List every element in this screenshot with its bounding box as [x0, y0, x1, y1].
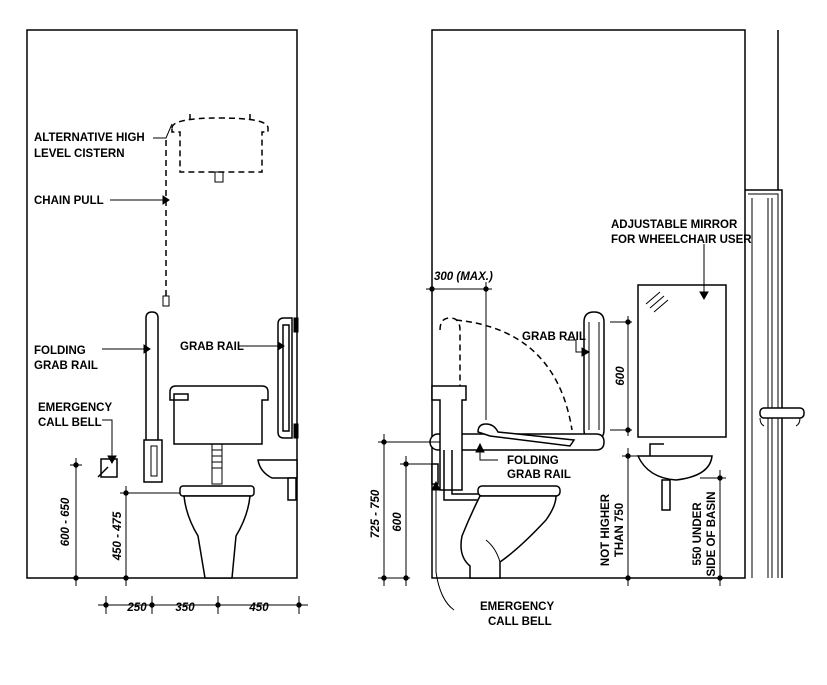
dim-seat-height: 450 - 475: [112, 511, 124, 561]
dim-725-750: 725 - 750: [370, 489, 382, 538]
leader-bell-right: [435, 486, 455, 611]
label-mirror-1: ADJUSTABLE MIRROR: [611, 219, 738, 231]
leader-bell: [102, 419, 113, 460]
left-elevation: ALTERNATIVE HIGH LEVEL CISTERN CHAIN PUL…: [26, 29, 308, 614]
grab-rail-right: [583, 311, 605, 441]
label-bell-right-2: CALL BELL: [488, 616, 552, 628]
basin-right: [636, 443, 713, 511]
left-room-outline: [26, 29, 298, 579]
label-grab-rail: GRAB RAIL: [180, 341, 244, 353]
dim-underside-1: 550 UNDER: [692, 502, 704, 566]
dim-600: 600: [392, 512, 404, 532]
cistern-right: [431, 385, 467, 491]
dims-left-horizontal: [98, 596, 308, 614]
label-cistern-2: LEVEL CISTERN: [34, 148, 125, 160]
leader-arrowheads-left: [107, 195, 285, 465]
label-cistern-1: ALTERNATIVE HIGH: [34, 132, 145, 144]
folding-rail-swing-arc: [455, 319, 573, 431]
label-bell-right-1: EMERGENCY: [480, 601, 554, 613]
emergency-call-bell-right: [431, 463, 439, 485]
chain-pull-handle: [162, 295, 170, 307]
leader-grab-rail-right: [566, 339, 586, 353]
dim-not-higher-1: NOT HIGHER: [600, 493, 612, 566]
dims-right: [378, 282, 726, 586]
label-bell-2: CALL BELL: [38, 417, 102, 429]
right-room-outline: [431, 29, 746, 579]
dim-350: 350: [175, 602, 195, 614]
dim-not-higher-2: THAN 750: [614, 503, 626, 557]
emergency-call-bell-left: [97, 458, 118, 478]
basin-left: [257, 459, 298, 501]
label-folding-1: FOLDING: [34, 345, 86, 357]
label-bell-1: EMERGENCY: [38, 402, 112, 414]
dims-left-vertical: [70, 458, 180, 586]
dim-300-max: 300 (MAX.): [434, 271, 493, 283]
dim-450: 450: [248, 602, 269, 614]
high-level-cistern: [171, 114, 269, 183]
dim-underside-2: SIDE OF BASIN: [706, 492, 718, 577]
label-folding-right-1: FOLDING: [507, 455, 559, 467]
label-folding-2: GRAB RAIL: [34, 360, 98, 372]
arrow-folding-right: [475, 442, 485, 453]
arrow-mirror: [699, 291, 709, 301]
flush-pipe: [443, 450, 478, 501]
wc-pan-right: [460, 485, 561, 579]
label-mirror-2: FOR WHEELCHAIR USER: [611, 234, 752, 246]
folding-rail-raised: [439, 317, 461, 430]
service-column: [745, 30, 805, 578]
label-chain-pull: CHAIN PULL: [34, 195, 104, 207]
wc-pan-left: [179, 485, 255, 579]
cistern-left: [169, 385, 269, 485]
dim-250: 250: [126, 602, 147, 614]
label-folding-right-2: GRAB RAIL: [507, 469, 571, 481]
label-grab-rail-right: GRAB RAIL: [522, 331, 586, 343]
adjustable-mirror: [637, 284, 727, 438]
folding-grab-rail-left: [143, 311, 163, 483]
dim-bell-height: 600 - 650: [60, 497, 72, 546]
arrow-grab-rail-right: [581, 347, 591, 357]
right-elevation: ADJUSTABLE MIRROR FOR WHEELCHAIR USER GR…: [370, 29, 805, 628]
grab-rail-left: [277, 317, 299, 439]
dim-rail-600: 600: [615, 366, 627, 386]
leader-cistern: [153, 123, 173, 139]
arrow-bell-right: [431, 480, 441, 491]
